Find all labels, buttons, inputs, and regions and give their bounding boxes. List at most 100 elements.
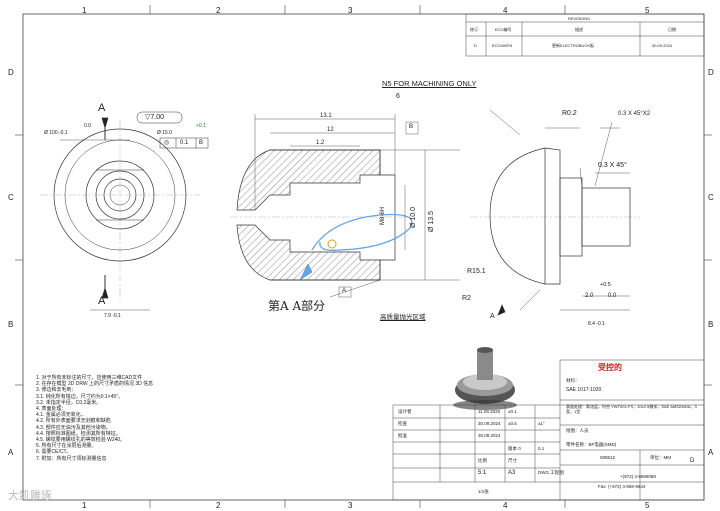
zone-bottom-3: 3: [348, 501, 353, 510]
right-chamfer-2: 0.3 X 45°: [598, 162, 627, 169]
revision-header-rev: 修订: [470, 27, 478, 32]
notes-line: 4. 表面处理：: [36, 406, 67, 413]
revision-header-desc: 描述: [575, 27, 583, 32]
dwg-label: DWG 工程图: [538, 470, 564, 475]
tol-1: ±0.1: [508, 409, 517, 414]
zone-right-a: A: [708, 448, 714, 457]
sec-r2: R2: [462, 295, 471, 302]
sec-dim-12b: 1.2: [316, 140, 325, 146]
date-3: 30.09.2024: [478, 433, 501, 438]
right-datum-a: A: [490, 313, 495, 320]
role-approve: 批准: [398, 433, 407, 438]
role-check: 检查: [398, 421, 407, 426]
revision-header-date: 日期: [668, 27, 676, 32]
right-chamfer-1: 0.3 X 45°X2: [618, 111, 651, 117]
left-dia-150: Ø 15.0: [157, 130, 173, 136]
units: 单位：MM: [650, 455, 671, 460]
gtol-value: 0.1: [180, 140, 189, 146]
left-tol-01: +0.1: [196, 123, 206, 129]
notes-line: 4.4. 按照标准图纸，检测其所有特征。: [36, 430, 121, 437]
rev-letter: D: [690, 458, 695, 464]
weight: 0.1: [538, 446, 545, 451]
part-name: 零件名称：BF电器(SMD): [566, 442, 617, 447]
right-dim-05: +0.5: [600, 282, 611, 288]
notes-line: 4.3. 部件应无油污及其他污染物。: [36, 424, 111, 431]
left-section-label-top: A: [98, 102, 106, 114]
right-dim-20: 2.0: [585, 293, 594, 299]
sec-r151: R15.1: [467, 268, 486, 275]
phone-1: +(972) 4-9589088: [620, 474, 656, 479]
sec-dia-10: Ø 10.0: [410, 206, 417, 228]
zone-bottom-5: 5: [645, 501, 650, 510]
notes-line: 4.2. 所有外表面要求无划痕和缺陷: [36, 418, 111, 425]
right-r02: R0.2: [562, 110, 577, 117]
scale-value: 5:1: [478, 470, 487, 476]
revision-eco: ECO400F5: [492, 43, 513, 48]
zone-bottom-2: 2: [216, 501, 221, 510]
revision-table: [465, 13, 705, 57]
zone-right-b: B: [708, 320, 714, 329]
watermark: 大凯雕琢: [8, 489, 52, 502]
revision-rev: D: [474, 43, 477, 48]
part-number: 008512: [600, 455, 616, 460]
notes-line: 3.2. 未指定半径，C0.2毫米。: [36, 399, 102, 406]
sec-dim-12: 12: [327, 127, 334, 133]
machining-note: N5 FOR MACHINING ONLY: [382, 79, 477, 88]
section-view: [230, 114, 460, 298]
surface-treatment: 表面处理：氧化层，符合 YWT001-FS，10±2.5微米，SAE AMS24…: [566, 404, 697, 414]
size-label: 尺寸: [508, 458, 517, 463]
sheet-border: [22, 13, 705, 501]
left-dim-00: 0.0: [84, 123, 91, 129]
size-value: A3: [508, 470, 516, 476]
zone-bottom-1: 1: [82, 501, 87, 510]
part-photo: [453, 347, 517, 410]
edition: 版本 0: [508, 446, 521, 451]
notes-line: 4.1. 金属必须无氧化，: [36, 412, 86, 419]
notes-line: 6. 需要CE/CT。: [36, 449, 72, 456]
material-label: 材料：: [566, 378, 580, 383]
tol-3: ±1°: [538, 421, 545, 426]
revision-title: REVISIONS: [568, 16, 590, 21]
zone-top-5: 5: [645, 6, 650, 15]
zone-right-c: C: [708, 193, 714, 202]
zone-bottom-4: 4: [503, 501, 508, 510]
zone-ticks: [15, 5, 712, 508]
gtol-symbol: ◎: [164, 140, 170, 146]
sec-dim-131: 13.1: [320, 113, 332, 119]
notes-line: 3.1. 钝化所有锐边，尺寸约为0.1×45°。: [36, 393, 124, 400]
gtol-datum: B: [199, 140, 204, 146]
technical-notes: 1. 对于所有未标注的尺寸，应使用三维CAD文件 2. 在存在模型 2D DRW…: [36, 375, 153, 462]
sec-dia-135: Ø 13.5: [428, 210, 435, 232]
revision-date: 30.09.2024: [652, 43, 673, 48]
left-end-view: [40, 111, 209, 311]
zone-top-4: 4: [503, 6, 508, 15]
zone-left-a: A: [8, 448, 14, 457]
notes-line: 4.5. 螺纹要用螺纹孔的等效检验 W240。: [36, 437, 126, 444]
right-dim-00: 0.0: [608, 293, 617, 299]
zone-top-2: 2: [216, 6, 221, 15]
notes-line: 5. 所有尺寸在涂层后测量。: [36, 443, 97, 450]
left-v700: ▽7.00: [145, 114, 165, 121]
notes-line: 1. 对于所有未标注的尺寸，应使用三维CAD文件: [36, 375, 143, 381]
zone-left-d: D: [8, 68, 14, 77]
zone-left-b: B: [8, 320, 14, 329]
sheet-count: 1/1张: [478, 489, 489, 494]
notes-line: 2. 在存在模型 2D DRW 上的尺寸矛盾的情况 3D 信息: [36, 381, 154, 388]
sec-datum-b: B: [409, 124, 414, 130]
controlled-stamp: 受控的: [598, 363, 622, 372]
sec-thread: M8-6H: [380, 206, 386, 225]
date-2: 30.09.2024: [478, 421, 501, 426]
sec-label-a: A: [342, 288, 347, 294]
tol-2: ±0.5: [508, 421, 517, 426]
right-side-view: [470, 109, 640, 316]
left-dia-100: Ø 100.-0.1: [44, 130, 68, 136]
date-1: 11.08.2020: [478, 409, 501, 414]
revision-desc: 更新ELECTROBUCK板: [552, 43, 595, 48]
zone-left-c: C: [8, 193, 14, 202]
scale-label: 比例: [478, 458, 487, 463]
role-designer: 设计者: [398, 409, 412, 414]
machining-sub: 6: [396, 93, 400, 100]
notes-line: 7. 附加：所有尺寸须标测量信息: [36, 455, 107, 462]
zone-top-1: 1: [82, 6, 87, 15]
